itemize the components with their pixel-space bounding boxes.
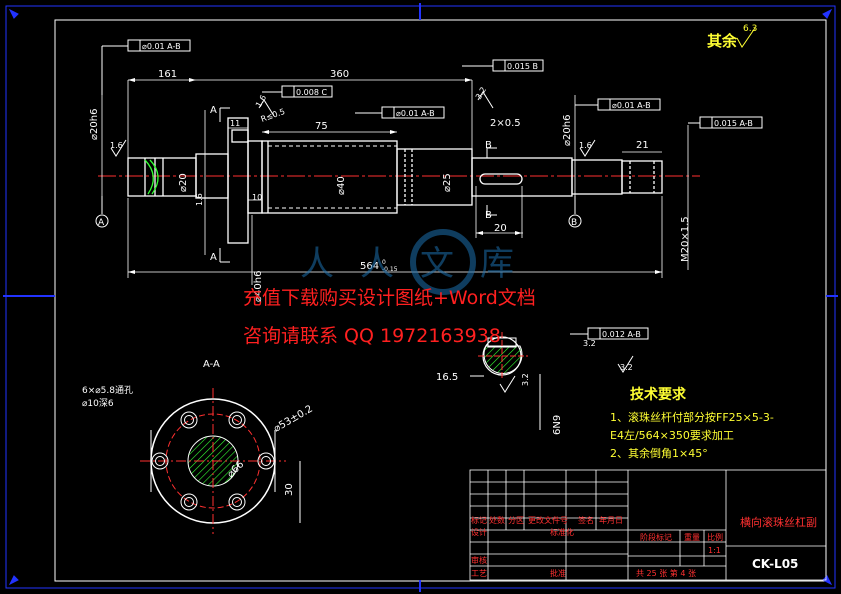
section-a-a xyxy=(140,388,301,534)
dim-phi40: ⌀40 xyxy=(336,176,347,195)
roughness-symbols xyxy=(110,91,634,393)
roughness-8: 1.6 xyxy=(195,193,204,206)
tol-frame-7: 0.012 A-B xyxy=(602,330,641,339)
tb-part-name: 横向滚珠丝杠副 xyxy=(740,515,817,529)
dim-564: 564 xyxy=(360,261,379,272)
dim-6n9: 6N9 xyxy=(552,415,563,435)
title-block xyxy=(469,469,827,581)
dim-m20: M20×1.5 xyxy=(680,216,691,262)
tb-header-2: 处数 xyxy=(489,515,505,525)
thread-lines xyxy=(268,145,397,209)
roughness-symbol xyxy=(736,27,756,48)
dim-phi40h6: ⌀40h6 xyxy=(253,271,264,302)
roughness-note: 其余 6.3 xyxy=(707,24,757,50)
watermark-line-1: 充值下载购买设计图纸+Word文档 xyxy=(243,287,536,309)
section-label-B-top: B xyxy=(485,140,492,151)
section-title-a-a: A-A xyxy=(203,359,220,370)
dim-2x05: 2×0.5 xyxy=(490,118,521,129)
tech-line-3: 2、其余倒角1×45° xyxy=(610,446,708,460)
tb-drawing-no: CK-L05 xyxy=(752,557,798,571)
tech-line-1: 1、滚珠丝杆付部分按FF25×5-3- xyxy=(610,410,774,424)
dim-75: 75 xyxy=(315,121,328,132)
dim-11: 11 xyxy=(230,119,240,128)
roughness-6: 3.2 xyxy=(620,363,633,372)
watermark-line-2: 咨询请联系 QQ 1972163938 xyxy=(243,325,501,347)
roughness-label: 其余 xyxy=(707,32,738,50)
tb-standardization: 标准化 xyxy=(550,527,574,537)
watermark-logo-text: 人人文库 xyxy=(300,244,540,284)
roughness-4: 1.6 xyxy=(579,141,592,150)
tolerance-frames xyxy=(101,39,763,340)
dim-20: 20 xyxy=(494,223,507,234)
roughness-value: 6.3 xyxy=(743,24,757,34)
tb-process: 工艺 xyxy=(471,569,487,578)
tb-scale: 1:1 xyxy=(708,546,721,555)
drawing-frame xyxy=(3,3,838,592)
datum-B: B xyxy=(571,218,577,228)
tol-frame-4: ⌀0.01 A-B xyxy=(396,109,435,118)
counterbore-note: ⌀10深6 xyxy=(82,398,114,409)
dimension-lines xyxy=(101,79,689,285)
tb-header-1: 标记 xyxy=(471,515,487,525)
dim-10: 10 xyxy=(252,193,262,202)
roughness-1: 1.6 xyxy=(110,141,123,150)
dim-360: 360 xyxy=(330,69,349,80)
datum-symbols xyxy=(95,196,582,228)
tb-designer: 设计 xyxy=(471,527,487,537)
section-label-B-bottom: B xyxy=(485,210,492,221)
dim-30: 30 xyxy=(284,483,295,496)
tol-frame-1: ⌀0.01 A-B xyxy=(142,42,181,51)
section-label-A-bottom: A xyxy=(210,252,217,263)
watermark-logo: 人人文库 xyxy=(300,229,540,295)
section-b-b xyxy=(470,332,541,430)
tol-frame-3: 0.008 C xyxy=(296,88,327,97)
dimension-arrows xyxy=(128,78,662,274)
dim-phi20h6-left: ⌀20h6 xyxy=(89,109,100,140)
dim-phi20h6-right: ⌀20h6 xyxy=(562,115,573,146)
tb-header-4: 更改文件号 xyxy=(528,515,568,525)
tb-sheets: 共 25 张 第 4 张 xyxy=(636,568,696,578)
dim-16-5: 16.5 xyxy=(436,372,458,383)
dim-phi25: ⌀25 xyxy=(442,173,453,192)
tol-frame-2: 0.015 B xyxy=(507,62,538,71)
title-block-text: 标记 处数 分区 更改文件号 签名 年月日 设计 标准化 审核 工艺 批准 阶段… xyxy=(471,515,817,578)
tb-approve: 批准 xyxy=(550,568,566,578)
section-label-A-top: A xyxy=(210,105,217,116)
roughness-5: 3.2 xyxy=(521,373,530,386)
tech-line-2: E4左/564×350要求加工 xyxy=(610,429,734,442)
tb-ratio: 比例 xyxy=(707,532,723,542)
tb-weight: 重量 xyxy=(684,532,700,542)
tol-frame-5: ⌀0.01 A-B xyxy=(612,101,651,110)
datum-A: A xyxy=(98,218,105,228)
dim-phi20: ⌀20 xyxy=(178,173,189,192)
tb-header-3: 分区 xyxy=(508,516,524,525)
tb-header-6: 年月日 xyxy=(599,515,623,525)
tol-frame-6: 0.015 A-B xyxy=(714,119,753,128)
bolt-holes-note: 6×⌀5.8通孔 xyxy=(82,385,133,396)
dim-161: 161 xyxy=(158,69,177,80)
tb-header-5: 签名 xyxy=(578,515,594,525)
roughness-7: 3.2 xyxy=(583,339,596,348)
tech-heading: 技术要求 xyxy=(630,386,687,403)
tb-stage-mark: 阶段标记 xyxy=(640,532,672,542)
tb-checker: 审核 xyxy=(471,555,487,565)
dim-564-tol-lower: -0.15 xyxy=(382,266,398,273)
dim-21: 21 xyxy=(636,140,649,151)
dim-564-tol-upper: 0 xyxy=(382,259,386,266)
screw-shaft xyxy=(127,117,663,244)
technical-requirements: 技术要求 1、滚珠丝杆付部分按FF25×5-3- E4左/564×350要求加工… xyxy=(610,386,774,460)
section-markers xyxy=(219,107,497,263)
